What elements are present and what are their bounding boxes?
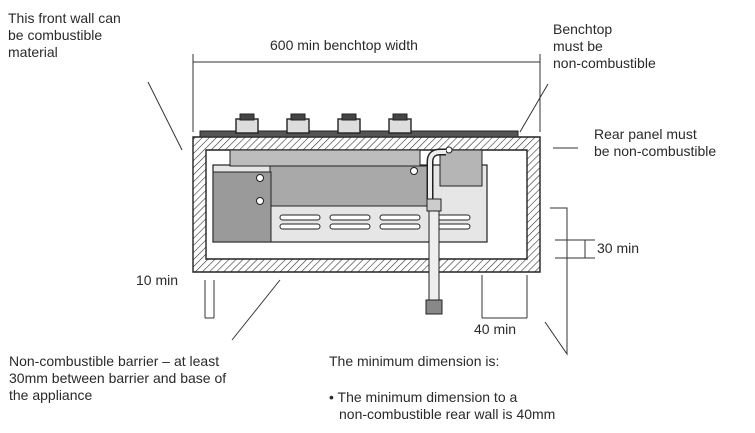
front-wall-leader [147, 81, 183, 151]
control-knob [337, 113, 361, 134]
dimension-30-label: 30 min [597, 240, 640, 256]
dimension-10-label: 10 min [136, 272, 179, 288]
gas-pipe [425, 148, 446, 315]
benchtop-material-label: Benchtop must be non-combustible [553, 21, 656, 72]
front-wall-label: This front wall can be combustible mater… [8, 10, 121, 61]
rear-panel-line-2: be non-combustible [594, 143, 717, 159]
bullet-line-1: • The minimum dimension to a [329, 389, 518, 405]
rear-wall-bracket [544, 207, 568, 356]
dimension-marks [204, 239, 595, 319]
barrier-line-1: Non-combustible barrier – at least [9, 353, 220, 369]
benchtop-width-label: 600 min benchtop width [270, 37, 418, 53]
barrier-leader [231, 279, 281, 341]
bullet-line-2: non-combustible rear wall is 40mm [339, 406, 556, 422]
min-dimension-bullet: • The minimum dimension to a non-combust… [329, 389, 555, 423]
rear-panel-label: Rear panel must be non-combustible [594, 126, 716, 160]
vent-slots [279, 214, 471, 230]
control-knob [235, 113, 259, 134]
dimension-40-label: 40 min [474, 321, 517, 337]
control-knob [286, 113, 310, 134]
benchtop-line-3: non-combustible [553, 55, 656, 71]
barrier-line-3: the appliance [9, 387, 93, 403]
front-wall-line-3: material [8, 44, 58, 60]
rear-panel-line-1: Rear panel must [594, 126, 697, 142]
cooktop-top [199, 113, 519, 138]
benchtop-leader [519, 83, 549, 133]
benchtop-line-2: must be [553, 38, 603, 54]
barrier-note: Non-combustible barrier – at least 30mm … [9, 353, 226, 404]
appliance-body [212, 146, 488, 243]
control-knob [388, 113, 412, 134]
benchtop-width-dimension [192, 54, 541, 132]
min-dimension-heading: The minimum dimension is: [329, 353, 500, 369]
barrier-line-2: 30mm between barrier and base of [9, 370, 227, 386]
front-wall-line-2: be combustible [8, 27, 103, 43]
front-wall-line-1: This front wall can [8, 10, 121, 26]
leader-lines [147, 81, 578, 356]
benchtop-line-1: Benchtop [553, 21, 613, 37]
